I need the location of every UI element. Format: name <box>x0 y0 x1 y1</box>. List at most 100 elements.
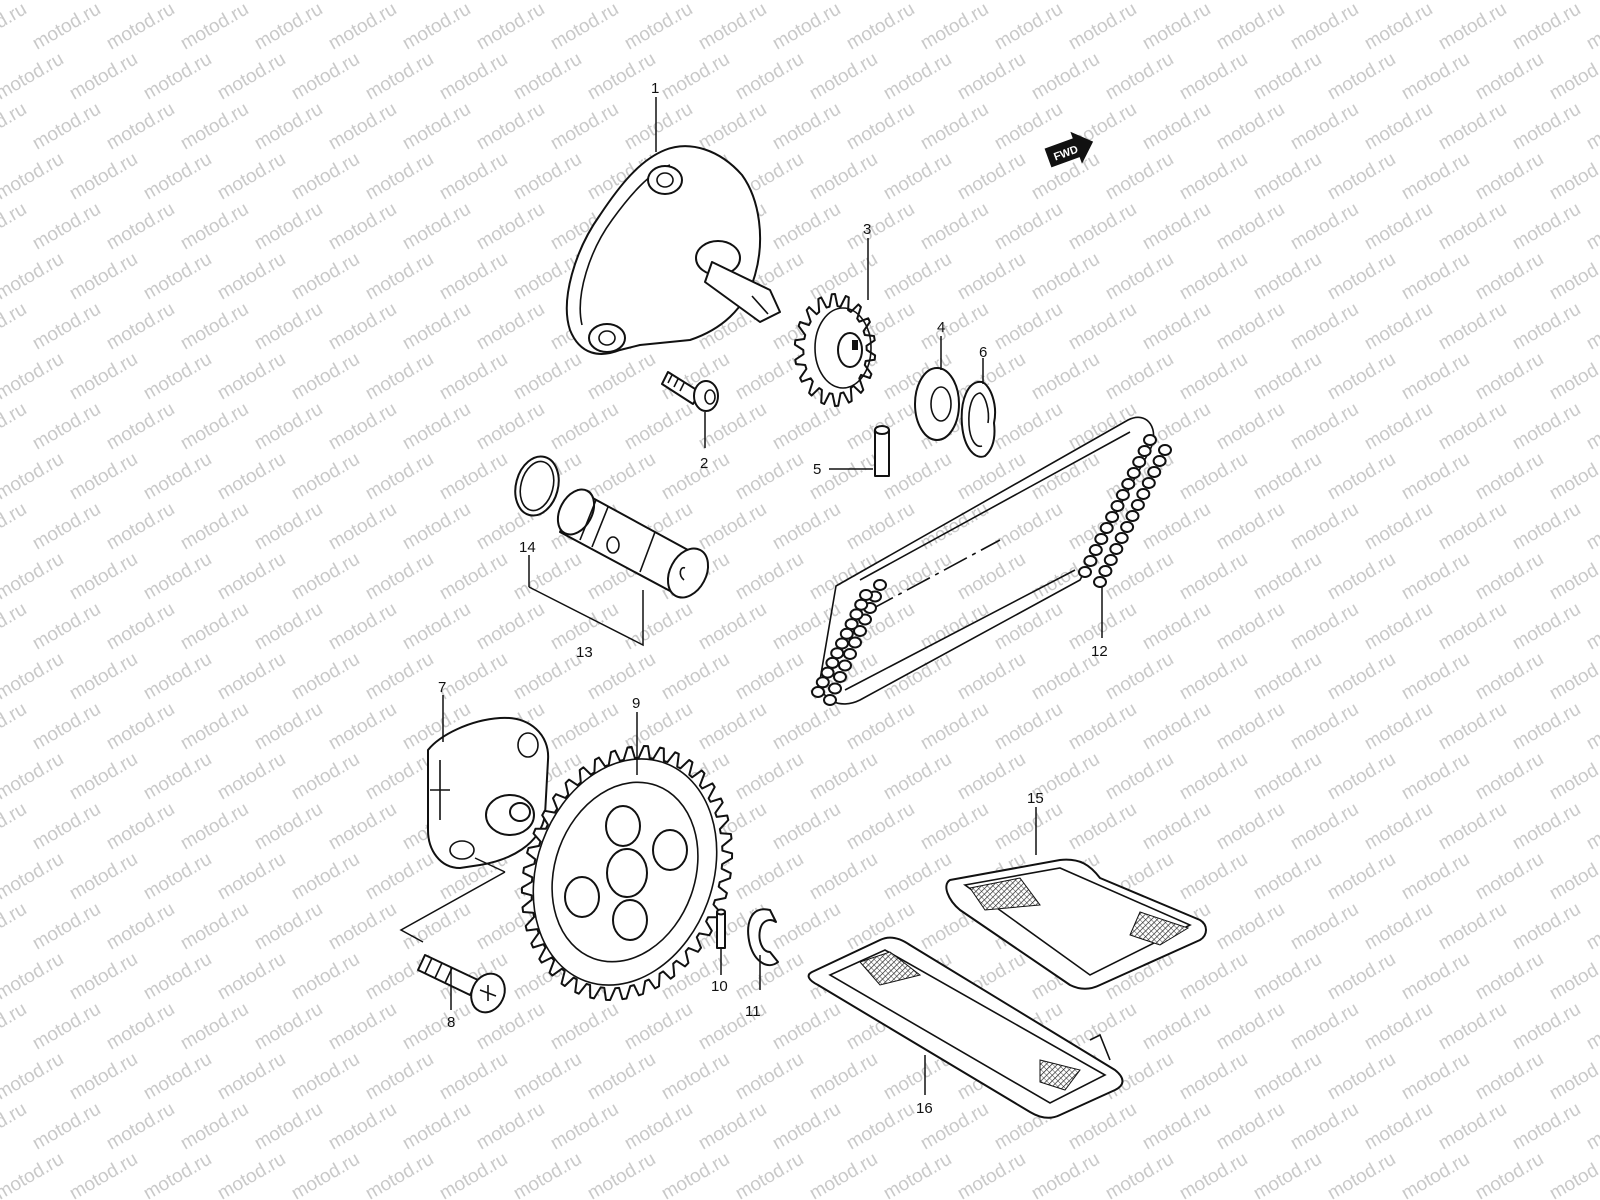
chain-link <box>1120 521 1135 533</box>
watermark-text: motod.ru <box>103 499 178 555</box>
leader-lines <box>399 97 1103 1095</box>
watermark-text: motod.ru <box>1398 949 1473 1005</box>
watermark-text: motod.ru <box>1287 599 1362 655</box>
watermark-text: motod.ru <box>66 0 141 4</box>
watermark-text: motod.ru <box>1398 1049 1473 1105</box>
watermark-text: motod.ru <box>1398 249 1473 305</box>
chain-link <box>843 648 857 660</box>
watermark-text: motod.ru <box>1472 749 1547 805</box>
watermark-text: motod.ru <box>584 1049 659 1105</box>
watermark-text: motod.ru <box>1472 1149 1547 1200</box>
watermark-text: motod.ru <box>695 0 770 54</box>
watermark-text: motod.ru <box>917 99 992 155</box>
watermark-text: motod.ru <box>1102 349 1177 405</box>
watermark-text: motod.ru <box>1546 1049 1600 1105</box>
chain-link <box>833 671 847 683</box>
watermark-text: motod.ru <box>399 0 474 54</box>
watermark-text: motod.ru <box>0 149 67 205</box>
watermark-text: motod.ru <box>1509 499 1584 555</box>
watermark-text: motod.ru <box>1546 549 1600 605</box>
watermark-text: motod.ru <box>1065 299 1140 355</box>
watermark-text: motod.ru <box>1176 749 1251 805</box>
watermark-text: motod.ru <box>140 849 215 905</box>
watermark-text: motod.ru <box>29 399 104 455</box>
watermark-text: motod.ru <box>1250 1049 1325 1105</box>
watermark-text: motod.ru <box>214 549 289 605</box>
watermark-text: motod.ru <box>1361 499 1436 555</box>
watermark-text: motod.ru <box>1287 0 1362 54</box>
watermark-text: motod.ru <box>1176 0 1251 4</box>
watermark-text: motod.ru <box>991 499 1066 555</box>
watermark-text: motod.ru <box>621 1099 696 1155</box>
watermark-text: motod.ru <box>1472 349 1547 405</box>
watermark-text: motod.ru <box>251 299 326 355</box>
watermark-text: motod.ru <box>1065 0 1140 54</box>
watermark-text: motod.ru <box>251 99 326 155</box>
watermark-text: motod.ru <box>1139 299 1214 355</box>
watermark-text: motod.ru <box>29 0 104 54</box>
callout-2: 2 <box>700 455 708 472</box>
watermark-text: motod.ru <box>1361 1099 1436 1155</box>
watermark-text: motod.ru <box>1250 849 1325 905</box>
watermark-text: motod.ru <box>1213 699 1288 755</box>
watermark-text: motod.ru <box>473 599 548 655</box>
callout-7: 7 <box>438 679 446 696</box>
watermark-text: motod.ru <box>1509 199 1584 255</box>
watermark-text: motod.ru <box>325 899 400 955</box>
watermark-text: motod.ru <box>1028 49 1103 105</box>
watermark-text: motod.ru <box>547 0 622 54</box>
chain-link <box>844 618 859 631</box>
watermark-text: motod.ru <box>325 299 400 355</box>
watermark-text: motod.ru <box>880 149 955 205</box>
watermark-text: motod.ru <box>695 599 770 655</box>
watermark-text: motod.ru <box>1324 149 1399 205</box>
watermark-text: motod.ru <box>66 949 141 1005</box>
watermark-text: motod.ru <box>1213 0 1288 54</box>
watermark-text: motod.ru <box>1028 1149 1103 1200</box>
watermark-text: motod.ru <box>1102 249 1177 305</box>
filter-screen-upper-part <box>945 858 1207 990</box>
watermark-text: motod.ru <box>954 649 1029 705</box>
watermark-text: motod.ru <box>399 199 474 255</box>
watermark-text: motod.ru <box>1435 999 1510 1055</box>
watermark-text: motod.ru <box>362 0 437 4</box>
watermark-text: motod.ru <box>1583 599 1600 655</box>
watermark-text: motod.ru <box>1176 649 1251 705</box>
watermark-text: motod.ru <box>1213 299 1288 355</box>
watermark-text: motod.ru <box>0 599 30 655</box>
watermark-text: motod.ru <box>1250 449 1325 505</box>
watermark-text: motod.ru <box>399 599 474 655</box>
watermark-text: motod.ru <box>436 1149 511 1200</box>
watermark-text: motod.ru <box>1583 1099 1600 1155</box>
watermark-text: motod.ru <box>917 199 992 255</box>
watermark-text: motod.ru <box>251 0 326 54</box>
watermark-text: motod.ru <box>732 449 807 505</box>
watermark-text: motod.ru <box>1361 899 1436 955</box>
watermark-text: motod.ru <box>66 149 141 205</box>
watermark-text: motod.ru <box>1287 699 1362 755</box>
watermark-text: motod.ru <box>510 649 585 705</box>
watermark-text: motod.ru <box>0 1049 67 1105</box>
watermark-text: motod.ru <box>1398 49 1473 105</box>
watermark-text: motod.ru <box>325 799 400 855</box>
watermark-text: motod.ru <box>621 999 696 1055</box>
e-clip-part <box>747 908 779 967</box>
callout-9: 9 <box>632 695 640 712</box>
watermark-text: motod.ru <box>399 399 474 455</box>
watermark-text: motod.ru <box>695 99 770 155</box>
watermark-text: motod.ru <box>1324 449 1399 505</box>
watermark-text: motod.ru <box>436 1049 511 1105</box>
watermark-text: motod.ru <box>1398 149 1473 205</box>
watermark-text: motod.ru <box>288 749 363 805</box>
watermark-text: motod.ru <box>140 1149 215 1200</box>
watermark-text: motod.ru <box>399 999 474 1055</box>
watermark-text: motod.ru <box>1435 1099 1510 1155</box>
watermark-text: motod.ru <box>658 1049 733 1105</box>
watermark-text: motod.ru <box>1435 599 1510 655</box>
pump-shaft-part <box>556 488 710 599</box>
watermark-text: motod.ru <box>1176 1049 1251 1105</box>
watermark-text: motod.ru <box>103 299 178 355</box>
chain-link <box>815 676 830 689</box>
watermark-text: motod.ru <box>954 49 1029 105</box>
watermark-text: motod.ru <box>177 599 252 655</box>
